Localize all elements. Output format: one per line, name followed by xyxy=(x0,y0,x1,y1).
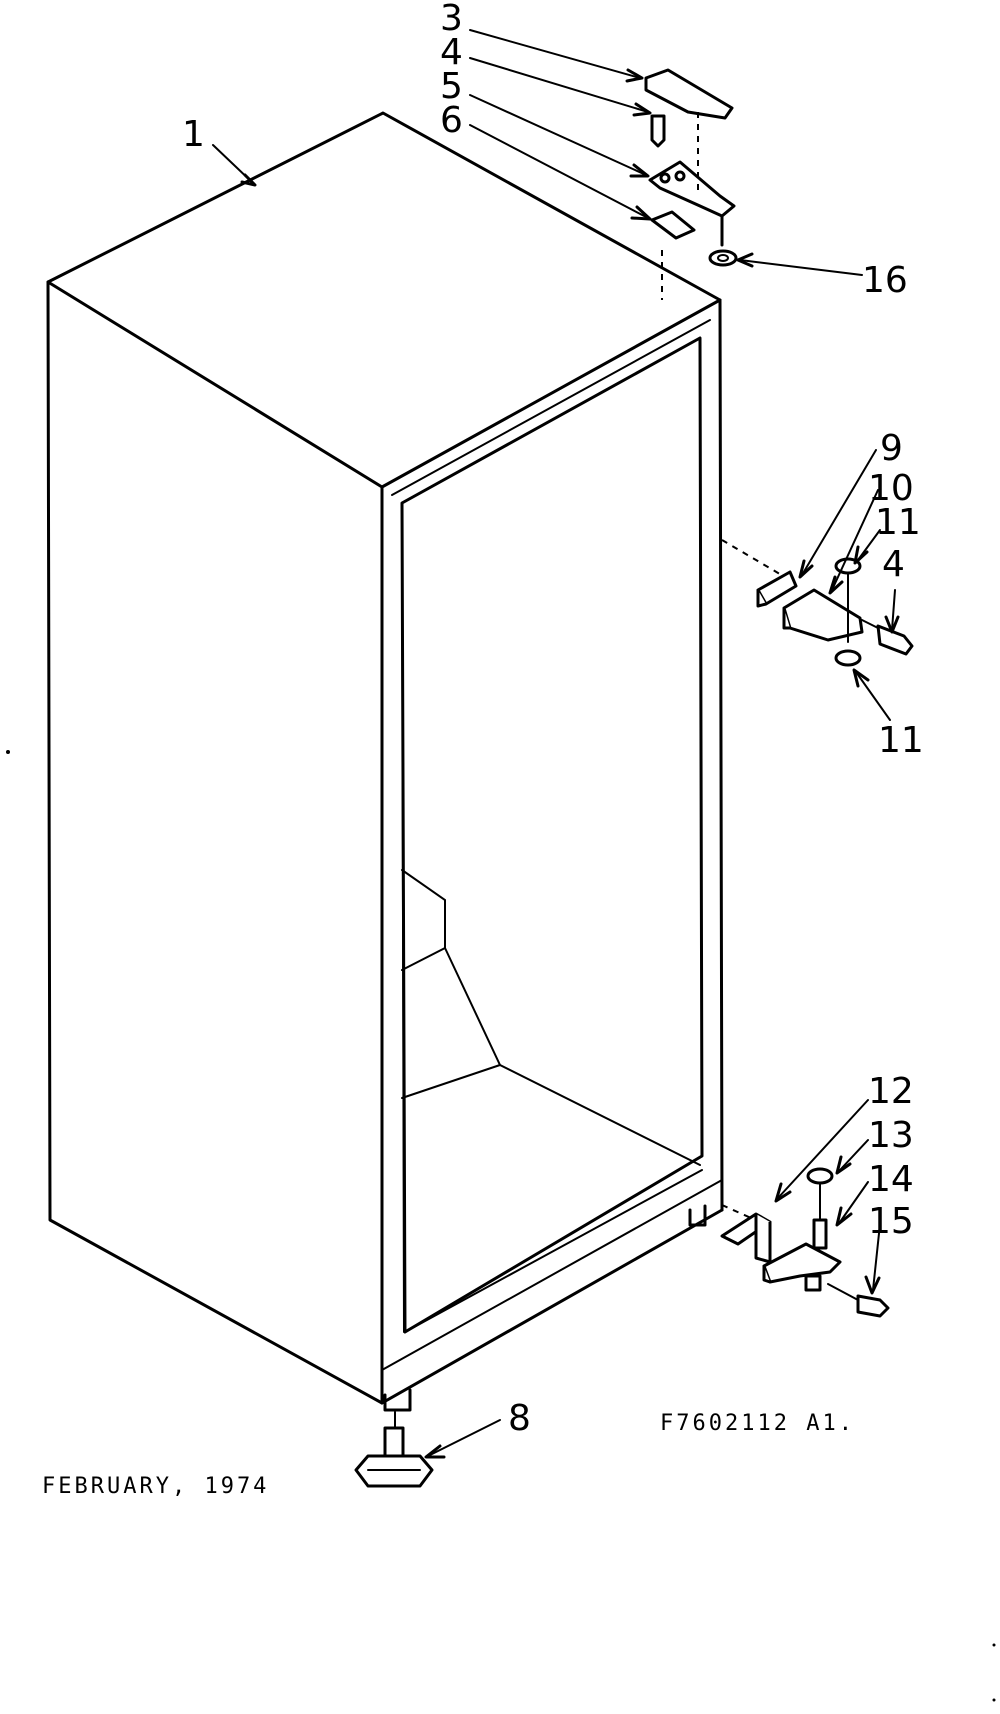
callout-10: 10 xyxy=(868,468,914,509)
callout-11-bottom: 11 xyxy=(878,720,924,761)
center-hinge-assembly xyxy=(721,539,914,667)
callout-4-mid: 4 xyxy=(882,544,905,585)
drawing-number: F7602112 A1. xyxy=(660,1411,855,1436)
cabinet-body xyxy=(46,111,724,1412)
callout-11-top: 11 xyxy=(875,502,921,543)
callout-14: 14 xyxy=(868,1159,914,1200)
callout-16: 16 xyxy=(862,260,908,301)
leader-arrows xyxy=(212,29,900,1459)
callout-8: 8 xyxy=(508,1398,531,1439)
callout-15: 15 xyxy=(868,1201,914,1242)
callout-12: 12 xyxy=(868,1071,914,1112)
callout-13: 13 xyxy=(868,1115,914,1156)
callout-1: 1 xyxy=(182,114,205,155)
callout-9: 9 xyxy=(880,428,903,469)
callout-3: 3 xyxy=(440,0,463,39)
bottom-hinge-assembly xyxy=(720,1167,890,1318)
publication-date: FEBRUARY, 1974 xyxy=(42,1474,269,1499)
top-hinge-assembly xyxy=(644,68,738,300)
leveling-leg-part xyxy=(354,1411,434,1488)
callout-5: 5 xyxy=(440,66,463,107)
callout-4-top: 4 xyxy=(440,32,463,73)
callout-6: 6 xyxy=(440,100,463,141)
